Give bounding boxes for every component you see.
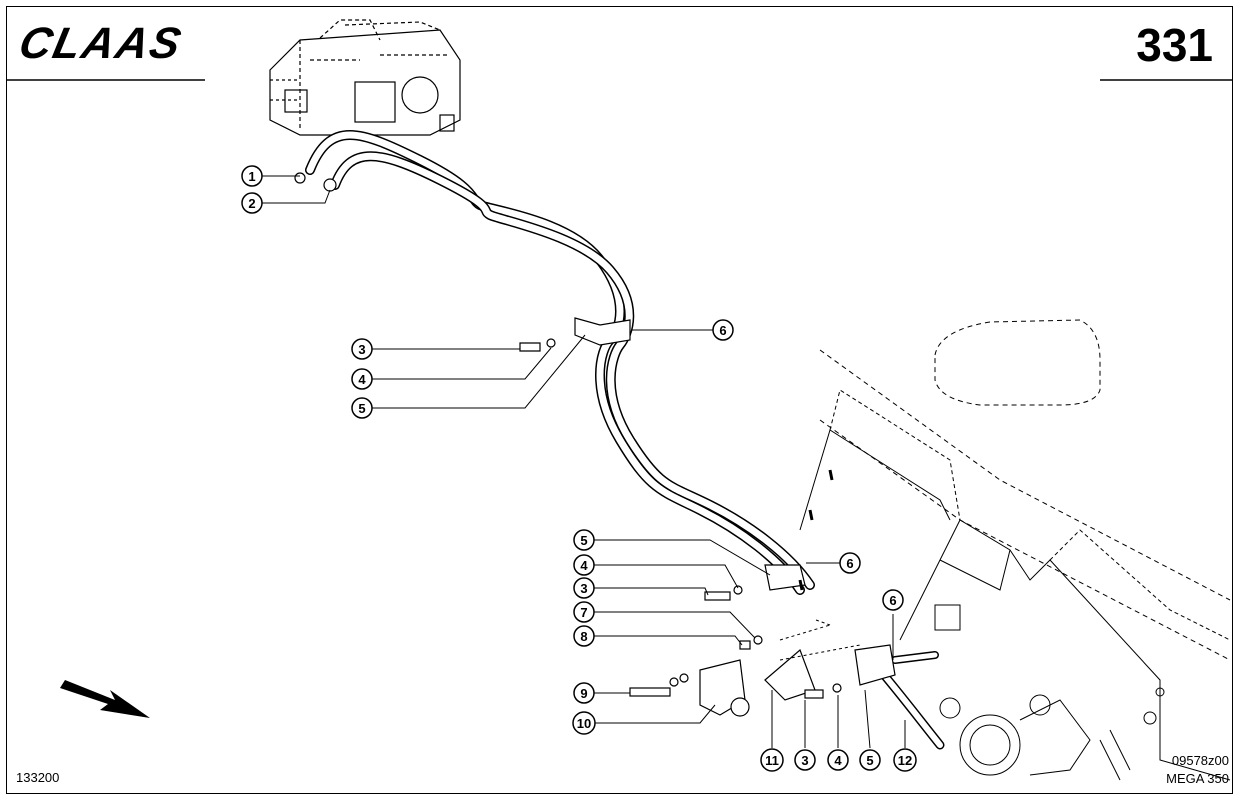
callout-2: 2 [241,192,263,214]
svg-text:11: 11 [765,753,779,768]
control-valve-block [269,19,461,136]
diagram-code: 133200 [16,770,60,785]
svg-text:5: 5 [358,401,365,416]
svg-text:6: 6 [846,556,853,571]
callout-4: 4 [573,554,595,576]
callouts: 1 2 3 4 5 6 5 4 3 7 8 9 10 6 6 11 3 4 5 … [241,165,917,772]
callout-12: 12 [893,748,917,772]
callout-7: 7 [573,601,595,623]
callout-5: 5 [859,749,881,771]
svg-text:12: 12 [898,753,912,768]
callout-10: 10 [572,711,596,735]
callout-3: 3 [351,338,373,360]
svg-text:6: 6 [719,323,726,338]
svg-text:3: 3 [801,753,808,768]
callout-4: 4 [827,749,849,771]
svg-text:8: 8 [580,629,587,644]
svg-text:6: 6 [889,593,896,608]
callout-6: 6 [712,319,734,341]
callout-4: 4 [351,368,373,390]
svg-text:5: 5 [866,753,873,768]
machine-frame [798,319,1231,781]
svg-text:1: 1 [248,169,255,184]
hydraulic-hoses [305,130,945,750]
svg-text:10: 10 [577,716,591,731]
callout-3: 3 [573,577,595,599]
svg-text:3: 3 [580,581,587,596]
callout-6: 6 [839,552,861,574]
callout-9: 9 [573,682,595,704]
callout-11: 11 [760,748,784,772]
callout-5: 5 [573,529,595,551]
callout-5: 5 [351,397,373,419]
svg-text:4: 4 [580,558,588,573]
svg-text:7: 7 [580,605,587,620]
svg-text:5: 5 [580,533,587,548]
leader-lines [262,175,906,749]
page-number: 331 [1136,19,1213,71]
drawing-frame [6,6,1233,794]
svg-text:4: 4 [834,753,842,768]
callout-6: 6 [882,589,904,611]
svg-text:4: 4 [358,372,366,387]
callout-3: 3 [794,749,816,771]
callout-1: 1 [241,165,263,187]
svg-text:2: 2 [248,196,255,211]
direction-arrow [60,680,150,718]
svg-text:9: 9 [580,686,587,701]
callout-8: 8 [573,625,595,647]
figure-code: 09578z00 [1171,753,1229,768]
svg-text:3: 3 [358,342,365,357]
clamps-and-fittings [294,172,896,717]
